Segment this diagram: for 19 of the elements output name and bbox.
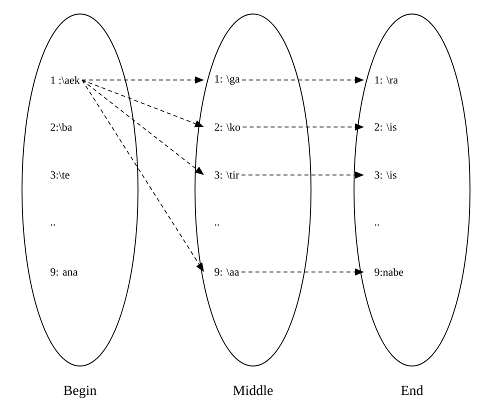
item-text: ..: [214, 224, 219, 226]
item-text: 9:nabe: [374, 268, 404, 276]
item-text: 1: \ga: [215, 75, 240, 85]
item-text: 3: \is: [374, 171, 396, 179]
item-text: 1: \ra: [375, 76, 398, 84]
node-label: Middle: [233, 385, 273, 396]
item-text: 3:\te: [50, 171, 70, 179]
item-text: ..: [50, 224, 55, 226]
item-text: 2:\ba: [50, 123, 72, 131]
arrow: [82, 80, 204, 175]
item-text: 9: ana: [50, 268, 78, 276]
item-text: 3: \tir: [214, 171, 240, 179]
node-label: Begin: [64, 386, 97, 398]
item-text: 2: \ko: [214, 123, 240, 131]
item-text: ..: [374, 224, 379, 226]
item-text: 1 :\aek: [51, 76, 80, 84]
node-label: End: [401, 385, 424, 396]
item-text: 2: \is: [374, 123, 396, 131]
item-text: 9: \aa: [214, 268, 240, 276]
